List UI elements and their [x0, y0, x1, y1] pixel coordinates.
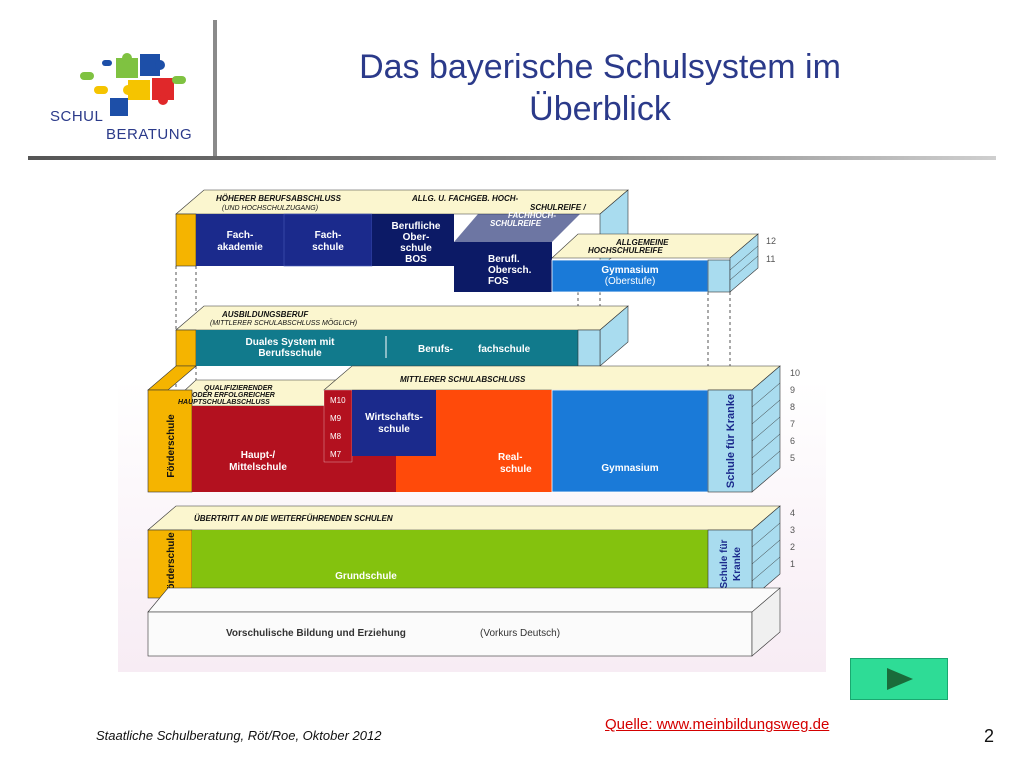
- fachakademie-label-2: akademie: [217, 242, 263, 253]
- quali-label-2: ODER ERFOLGREICHER: [192, 392, 275, 399]
- haupt-mittelschule-label-2: Mittelschule: [229, 462, 287, 473]
- base-block: [147, 587, 781, 657]
- realschule-label-1: Real-: [498, 452, 522, 463]
- schule-fuer-kranke-lower-label-2: Kranke: [732, 547, 743, 581]
- grade-11: 11: [766, 254, 775, 264]
- ausbildung-block: [175, 305, 629, 367]
- berufsfachschule-label-a: Berufs-: [418, 344, 453, 355]
- wirtschaftsschule-label-1: Wirtschafts-: [365, 412, 423, 423]
- m8-label: M8: [330, 432, 342, 441]
- mittlerer-moeglich-label: (MITTLERER SCHULABSCHLUSS MÖGLICH): [210, 319, 357, 327]
- page-number: 2: [984, 726, 995, 746]
- next-slide-button[interactable]: [850, 658, 948, 700]
- grade-12: 12: [766, 236, 776, 246]
- grade-4: 4: [790, 508, 795, 518]
- source-link[interactable]: Quelle: www.meinbildungsweg.de: [605, 716, 830, 733]
- allgemeine-label: ALLGEMEINE: [615, 238, 669, 247]
- grade-9: 9: [790, 385, 795, 395]
- header-vertical-divider: [213, 20, 217, 158]
- grade-8: 8: [790, 402, 795, 412]
- play-icon: [887, 668, 913, 690]
- fachakademie-label-1: Fach-: [227, 230, 254, 241]
- wirtschaftsschule-label-2: schule: [378, 424, 410, 435]
- middle-block: [147, 365, 781, 493]
- gymnasium-label: Gymnasium: [601, 463, 658, 474]
- page-title-line1: Das bayerische Schulsystem im: [359, 48, 841, 86]
- logo: SCHUL BERATUNG: [40, 40, 200, 150]
- grade-5: 5: [790, 453, 795, 463]
- puzzle-icon: [80, 53, 186, 116]
- logo-word-schul: SCHUL: [50, 108, 104, 125]
- quali-label-1: QUALIFIZIERENDER: [204, 385, 272, 392]
- grundschule-label: Grundschule: [335, 571, 397, 582]
- logo-word-beratung: BERATUNG: [106, 126, 193, 143]
- page-title: Das bayerische Schulsystem im Überblick: [250, 46, 950, 130]
- realschule-label-2: schule: [500, 464, 532, 475]
- bos-label-1: Berufliche: [392, 221, 441, 232]
- uebertritt-label: ÜBERTRITT AN DIE WEITERFÜHRENDEN SCHULEN: [194, 514, 393, 523]
- duales-system-label-2: Berufsschule: [258, 348, 322, 359]
- hochschulreife-label-1: ALLG. U. FACHGEB. HOCH-: [411, 194, 519, 203]
- hochschulzugang-label: (UND HOCHSCHULZUGANG): [222, 205, 318, 212]
- header-horizontal-divider: [28, 156, 996, 160]
- footer-text: Staatliche Schulberatung, Röt/Roe, Oktob…: [96, 728, 382, 743]
- berufsfachschule-label-b: fachschule: [478, 344, 531, 355]
- schule-fuer-kranke-upper-label: Schule für Kranke: [725, 394, 737, 488]
- top-block: [175, 189, 759, 293]
- hochschulreife-label-2: SCHULREIFE /: [530, 203, 586, 212]
- allg-hochschulreife-label: HOCHSCHULREIFE: [588, 246, 663, 255]
- vorkurs-deutsch-label: (Vorkurs Deutsch): [480, 628, 560, 639]
- haupt-mittelschule-label-1: Haupt-/: [241, 450, 276, 461]
- quali-label-3: HAUPTSCHULABSCHLUSS: [178, 399, 270, 406]
- vorschulische-bildung-label: Vorschulische Bildung und Erziehung: [226, 628, 406, 639]
- m9-label: M9: [330, 414, 342, 423]
- grade-6: 6: [790, 436, 795, 446]
- fos-label-1: Berufl.: [488, 254, 520, 265]
- grade-3: 3: [790, 525, 795, 535]
- bos-label-4: BOS: [405, 254, 427, 265]
- hoeherer-berufsabschluss-label: HÖHERER BERUFSABSCHLUSS: [216, 194, 342, 203]
- foerderschule-upper-label: Förderschule: [166, 414, 177, 478]
- fos-label-2: Obersch.: [488, 265, 532, 276]
- bos-label-3: schule: [400, 243, 432, 254]
- gymnasium-oberstufe-label-2: (Oberstufe): [605, 276, 656, 287]
- m10-label: M10: [330, 396, 346, 405]
- hochschulreife-label-3: FACHHOCH-: [508, 211, 556, 220]
- schule-fuer-kranke-lower-label-1: Schule für: [719, 539, 730, 588]
- page-title-line2: Überblick: [529, 90, 671, 128]
- fachschule-label-1: Fach-: [315, 230, 342, 241]
- m7-label: M7: [330, 450, 342, 459]
- gymnasium-oberstufe-label-1: Gymnasium: [601, 265, 658, 276]
- fachschule-label-2: schule: [312, 242, 344, 253]
- lower-block: [147, 505, 781, 599]
- fos-label-3: FOS: [488, 276, 509, 287]
- hochschulreife-label-4: SCHULREIFE: [490, 219, 542, 228]
- grade-7: 7: [790, 419, 795, 429]
- duales-system-label-1: Duales System mit: [246, 337, 336, 348]
- grade-2: 2: [790, 542, 795, 552]
- ausbildungsberuf-label: AUSBILDUNGSBERUF: [221, 310, 309, 319]
- grade-1: 1: [790, 559, 795, 569]
- mittlerer-schulabschluss-label: MITTLERER SCHULABSCHLUSS: [400, 375, 526, 384]
- bos-label-2: Ober-: [403, 232, 430, 243]
- grade-10: 10: [790, 368, 800, 378]
- foerderschule-lower-label: Förderschule: [166, 532, 177, 596]
